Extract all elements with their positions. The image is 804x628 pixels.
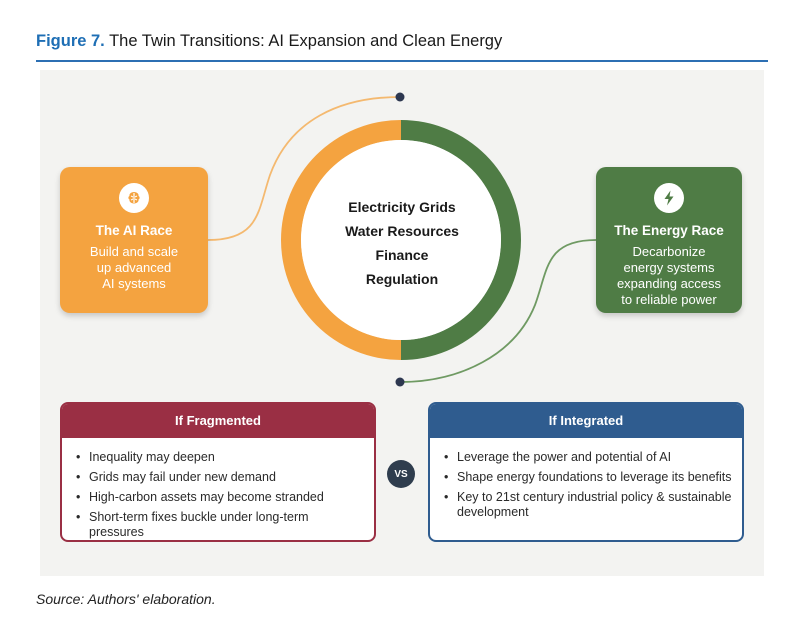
integrated-header: If Integrated <box>430 404 742 438</box>
ring-ai-half <box>281 120 401 360</box>
integrated-list: Leverage the power and potential of AI S… <box>430 438 742 520</box>
title-rule <box>36 60 768 62</box>
brain-icon <box>119 183 149 213</box>
energy-race-desc-line: expanding access <box>616 276 722 291</box>
figure-title-text: The Twin Transitions: AI Expansion and C… <box>109 32 503 50</box>
ring-inner-circle <box>301 140 501 340</box>
ai-race-description: Build and scale up advanced AI systems <box>60 244 208 292</box>
center-item-electricity-grids: Electricity Grids <box>348 199 456 215</box>
list-item: Shape energy foundations to leverage its… <box>444 470 732 485</box>
energy-race-description: Decarbonize energy systems expanding acc… <box>596 244 742 308</box>
energy-connector-line <box>399 239 597 383</box>
ai-connector-line <box>207 96 401 241</box>
energy-race-desc-line: energy systems <box>623 260 715 275</box>
list-item: Grids may fail under new demand <box>76 470 364 485</box>
fragmented-list: Inequality may deepen Grids may fail und… <box>62 438 374 540</box>
ai-race-title: The AI Race <box>95 223 173 238</box>
list-item: High-carbon assets may become stranded <box>76 490 364 505</box>
center-item-water-resources: Water Resources <box>345 223 459 239</box>
figure-number: Figure 7. <box>36 32 105 50</box>
fragmented-header: If Fragmented <box>62 404 374 438</box>
ai-race-desc-line: up advanced <box>96 260 172 275</box>
vs-badge: VS <box>387 460 415 488</box>
ai-race-desc-line: AI systems <box>102 276 166 291</box>
energy-race-desc-line: to reliable power <box>621 292 717 307</box>
top-connector-dot <box>395 92 405 102</box>
list-item: Short-term fixes buckle under long-term … <box>76 510 364 540</box>
shared-foundations-list: Electricity Grids Water Resources Financ… <box>322 195 482 291</box>
list-item: Inequality may deepen <box>76 450 364 465</box>
energy-race-box: The Energy Race Decarbonize energy syste… <box>596 167 742 313</box>
bottom-connector-dot <box>395 377 405 387</box>
integrated-box: If Integrated Leverage the power and pot… <box>428 402 744 542</box>
energy-race-desc-line: Decarbonize <box>632 244 706 259</box>
energy-race-title: The Energy Race <box>614 223 724 238</box>
ring-energy-half <box>401 120 521 360</box>
source-note: Source: Authors' elaboration. <box>36 591 216 607</box>
center-item-regulation: Regulation <box>365 271 439 287</box>
figure-title: Figure 7. The Twin Transitions: AI Expan… <box>36 32 502 51</box>
list-item: Key to 21st century industrial policy & … <box>444 490 732 520</box>
list-item: Leverage the power and potential of AI <box>444 450 732 465</box>
fragmented-box: If Fragmented Inequality may deepen Grid… <box>60 402 376 542</box>
center-item-finance: Finance <box>375 247 429 263</box>
ai-race-desc-line: Build and scale <box>89 244 179 259</box>
ai-race-box: The AI Race Build and scale up advanced … <box>60 167 208 313</box>
lightning-bolt-icon <box>654 183 684 213</box>
